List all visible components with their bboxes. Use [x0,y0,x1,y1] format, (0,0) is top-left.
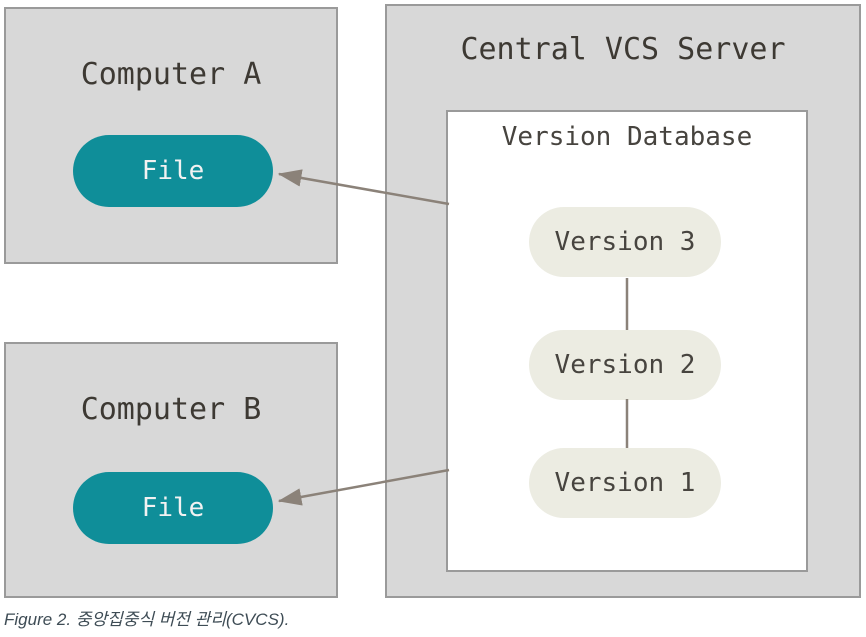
version-3-pill: Version 3 [529,207,721,277]
version-database-title: Version Database [501,122,753,152]
central-vcs-server-box: Central VCS Server Version Database Vers… [385,4,861,598]
version-3-label: Version 3 [554,227,696,257]
figure-caption: Figure 2. 중앙집중식 버전 관리(CVCS). [4,610,290,629]
computer-b-box: Computer B File [4,342,338,598]
version-database-box: Version Database Version 3 Version 2 Ver… [446,110,808,572]
central-vcs-server-title: Central VCS Server [460,32,786,67]
computer-b-file-pill: File [73,472,273,544]
computer-b-file-label: File [141,493,205,523]
computer-a-file-label: File [141,156,205,186]
version-1-label: Version 1 [554,468,696,498]
version-2-pill: Version 2 [529,330,721,400]
computer-a-box: Computer A File [4,7,338,264]
computer-a-file-pill: File [73,135,273,207]
computer-b-title: Computer B [80,392,262,427]
computer-a-title: Computer A [80,57,262,92]
version-2-label: Version 2 [554,350,696,380]
version-1-pill: Version 1 [529,448,721,518]
